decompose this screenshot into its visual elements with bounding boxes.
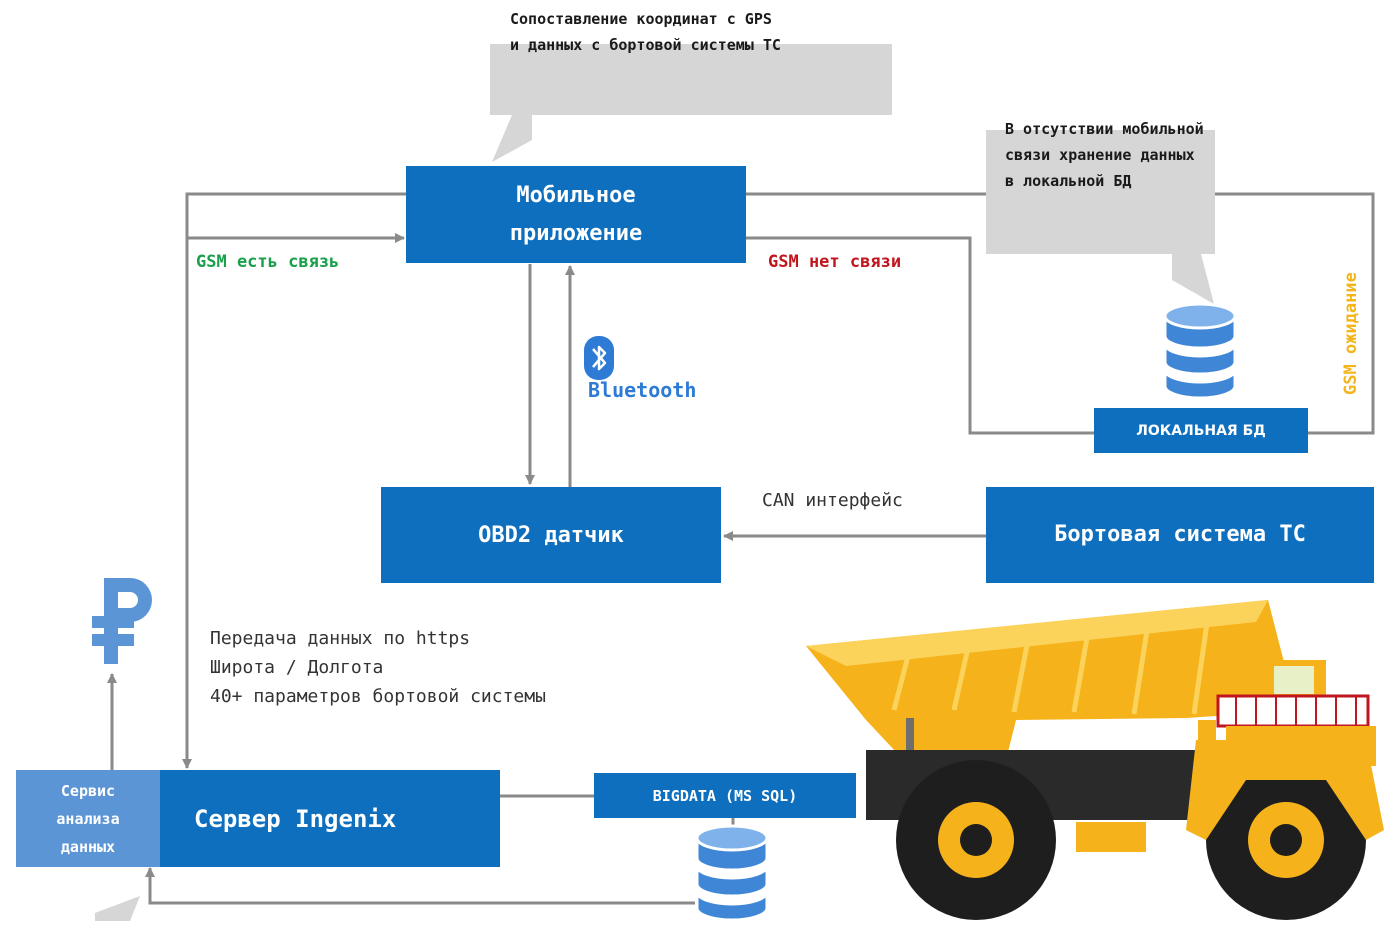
right-callout-text: В отсутствии мобильной связи хранение да… xyxy=(1005,116,1210,194)
server-label: Сервер Ingenix xyxy=(194,804,397,833)
top-callout-line-1: Сопоставление координат с GPS xyxy=(510,10,772,28)
onboard-system-label: Бортовая система ТС xyxy=(1054,522,1306,547)
bottom-return-arrow xyxy=(145,867,695,905)
obd2-label: OBD2 датчик xyxy=(478,522,624,548)
local-db-box: ЛОКАЛЬНАЯ БД xyxy=(1094,408,1308,453)
server-uplink-line xyxy=(182,192,406,769)
bigdata-box: BIGDATA (MS SQL) xyxy=(594,773,856,818)
right-callout xyxy=(986,130,1215,254)
local-db-label: ЛОКАЛЬНАЯ БД xyxy=(1136,422,1266,439)
obd2-box: OBD2 датчик xyxy=(381,487,721,583)
dump-truck-illustration xyxy=(806,600,1384,921)
mobile-app-label: Мобильное приложение xyxy=(509,182,643,246)
local-db-icon xyxy=(1163,300,1237,400)
right-callout-line-1: В отсутствии мобильной xyxy=(1005,120,1204,138)
ruble-icon xyxy=(90,574,162,666)
transfer-line-1: Передача данных по https xyxy=(210,628,471,649)
onboard-system-box: Бортовая система ТС xyxy=(986,487,1374,583)
bigdata-label: BIGDATA (MS SQL) xyxy=(652,786,798,805)
bluetooth-label: Bluetooth xyxy=(588,378,697,402)
right-callout-pointer xyxy=(1172,250,1214,304)
bigdata-db-icon xyxy=(695,822,769,922)
gsm-fail-line xyxy=(746,236,1094,435)
transfer-text: Передача данных по https Широта / Долгот… xyxy=(210,624,546,711)
server-box: Сервер Ingenix xyxy=(160,770,500,867)
bluetooth-icon xyxy=(584,336,614,380)
top-callout-line-2: и данных с бортовой системы ТС xyxy=(510,36,781,54)
top-callout-text: Сопоставление координат с GPS и данных с… xyxy=(510,6,870,58)
analysis-service-box: Сервис анализа данных xyxy=(16,770,160,867)
bottom-callout-pointer xyxy=(95,896,140,921)
top-callout-pointer xyxy=(492,115,532,162)
transfer-line-2: Широта / Долгота xyxy=(210,657,384,678)
analysis-service-label: Сервис анализа данных xyxy=(56,781,120,856)
gsm-wait-label: GSM ожидание xyxy=(1341,272,1361,395)
transfer-line-3: 40+ параметров бортовой системы xyxy=(210,686,546,707)
right-callout-line-3: в локальной БД xyxy=(1005,172,1132,190)
mobile-app-box: Мобильное приложение xyxy=(406,166,746,263)
gsm-ok-label: GSM есть связь xyxy=(196,252,340,272)
can-label: CAN интерфейс xyxy=(762,490,903,511)
right-callout-line-2: связи хранение данных xyxy=(1005,146,1195,164)
top-callout xyxy=(490,44,892,115)
gsm-fail-label: GSM нет связи xyxy=(768,252,902,272)
